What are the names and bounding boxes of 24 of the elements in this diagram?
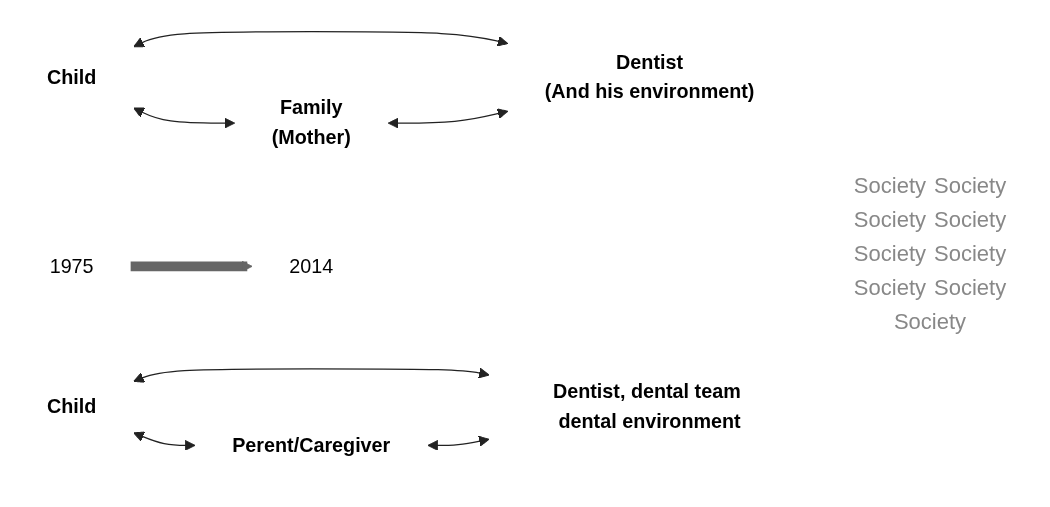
arrow [133,30,509,47]
society-label: Society [853,274,926,301]
arrow [133,367,490,383]
node-text: Dentist, dental team dental environment [552,380,741,432]
society-label: Society [853,206,926,233]
society-label: Society [934,206,1007,233]
arrow [130,260,253,272]
society-label: Society [893,308,967,335]
node-text: Dentist (And his environment) [544,50,755,102]
arrow [133,431,196,451]
node-text: Family (Mother) [271,96,351,148]
node-text: Child [46,65,97,87]
society-label: Society [934,240,1007,267]
node-text: 2014 [289,254,334,276]
society-label: Society [934,274,1007,301]
node-text: 1975 [49,254,94,276]
arrow [427,435,490,451]
society-label: Society [853,172,926,199]
society-label: Society [853,240,926,267]
society-label: Society [934,172,1007,199]
node-text: Child [46,395,97,417]
node-text: Perent/Caregiver [232,433,391,455]
arrow [133,107,236,129]
arrow [387,107,509,129]
